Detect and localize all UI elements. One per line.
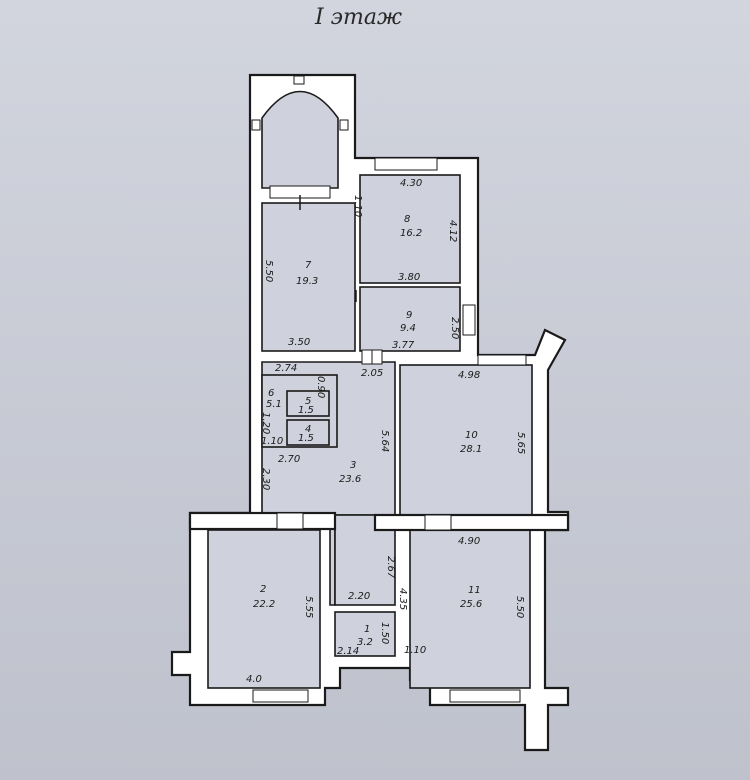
room-2-area: 22.2 xyxy=(253,599,275,610)
dim-4-98: 4.98 xyxy=(458,370,480,381)
room-5: 5 1.5 xyxy=(286,390,330,417)
dim-5-65: 5.65 xyxy=(515,432,526,454)
dim-2-20: 2.20 xyxy=(348,591,370,602)
door-openings xyxy=(299,195,396,515)
room-10-area: 28.1 xyxy=(460,444,482,455)
room-8-number: 8 xyxy=(404,214,410,225)
room-11-area: 25.6 xyxy=(460,599,482,610)
room-8: 8 16.2 xyxy=(359,157,461,284)
dim-4-0: 4.0 xyxy=(246,674,262,685)
dim-5-55: 5.55 xyxy=(303,596,314,618)
dim-1-50: 1.50 xyxy=(379,622,390,644)
dim-3-50: 3.50 xyxy=(288,337,310,348)
dim-1-10-left: 1.10 xyxy=(261,436,283,447)
dim-3-80: 3.80 xyxy=(398,272,420,283)
room-9-area: 9.4 xyxy=(400,323,416,334)
dim-4-30: 4.30 xyxy=(400,178,422,189)
plan-title: I этаж xyxy=(314,5,402,30)
dimensions: 4.30 1.10 4.12 3.80 5.50 3.50 3.77 2.50 … xyxy=(246,178,526,685)
room-10: 10 28.1 xyxy=(399,354,533,516)
room-2: 2 22.2 xyxy=(207,529,321,703)
dim-2-05: 2.05 xyxy=(361,368,383,379)
room-3-area: 23.6 xyxy=(339,474,361,485)
dim-1-10-bottom: 1.10 xyxy=(404,645,426,656)
dim-2-67: 2.67 xyxy=(385,556,396,579)
dim-4-90: 4.90 xyxy=(458,536,480,547)
room-1: 1 3.2 xyxy=(334,611,396,657)
room-9-number: 9 xyxy=(406,310,412,321)
dim-0-90: 0.90 xyxy=(315,376,326,398)
room-4: 4 1.5 xyxy=(286,419,330,446)
room-6-area: 5.1 xyxy=(266,399,282,410)
dim-2-70: 2.70 xyxy=(278,454,300,465)
dim-5-64: 5.64 xyxy=(379,430,390,452)
room-11: 11 25.6 xyxy=(409,529,531,703)
dim-2-50: 2.50 xyxy=(449,317,460,339)
room-1-number: 1 xyxy=(364,624,370,635)
dim-4-12: 4.12 xyxy=(447,220,458,242)
dim-2-30: 2.30 xyxy=(260,468,271,490)
room-5-area: 1.5 xyxy=(298,405,314,416)
room-7-area: 19.3 xyxy=(296,276,318,287)
middle-wall-band xyxy=(188,511,570,532)
room-1-area: 3.2 xyxy=(357,637,373,648)
room-8-area: 16.2 xyxy=(400,228,422,239)
dim-2-74: 2.74 xyxy=(275,363,297,374)
room-4-number: 4 xyxy=(305,424,311,435)
dim-2-14: 2.14 xyxy=(337,646,359,657)
room-6-number: 6 xyxy=(268,388,274,399)
dim-1-20: 1.20 xyxy=(260,412,271,434)
room-7: 7 19.3 xyxy=(261,202,356,352)
room-7-number: 7 xyxy=(305,260,312,271)
room-10-number: 10 xyxy=(465,430,478,441)
dim-5-50-room11: 5.50 xyxy=(514,596,525,618)
room-4-area: 1.5 xyxy=(298,433,314,444)
room-3-number: 3 xyxy=(350,460,356,471)
room-2-number: 2 xyxy=(260,584,266,595)
room-9: 9 9.4 xyxy=(359,286,476,352)
room-11-number: 11 xyxy=(468,585,481,596)
bay-window-tower xyxy=(251,75,349,199)
dim-3-77: 3.77 xyxy=(392,340,415,351)
room-5-number: 5 xyxy=(305,396,311,407)
dim-5-50-room7: 5.50 xyxy=(263,260,274,282)
dim-1-10-top: 1.10 xyxy=(352,195,363,217)
dim-4-35: 4.35 xyxy=(397,588,408,610)
